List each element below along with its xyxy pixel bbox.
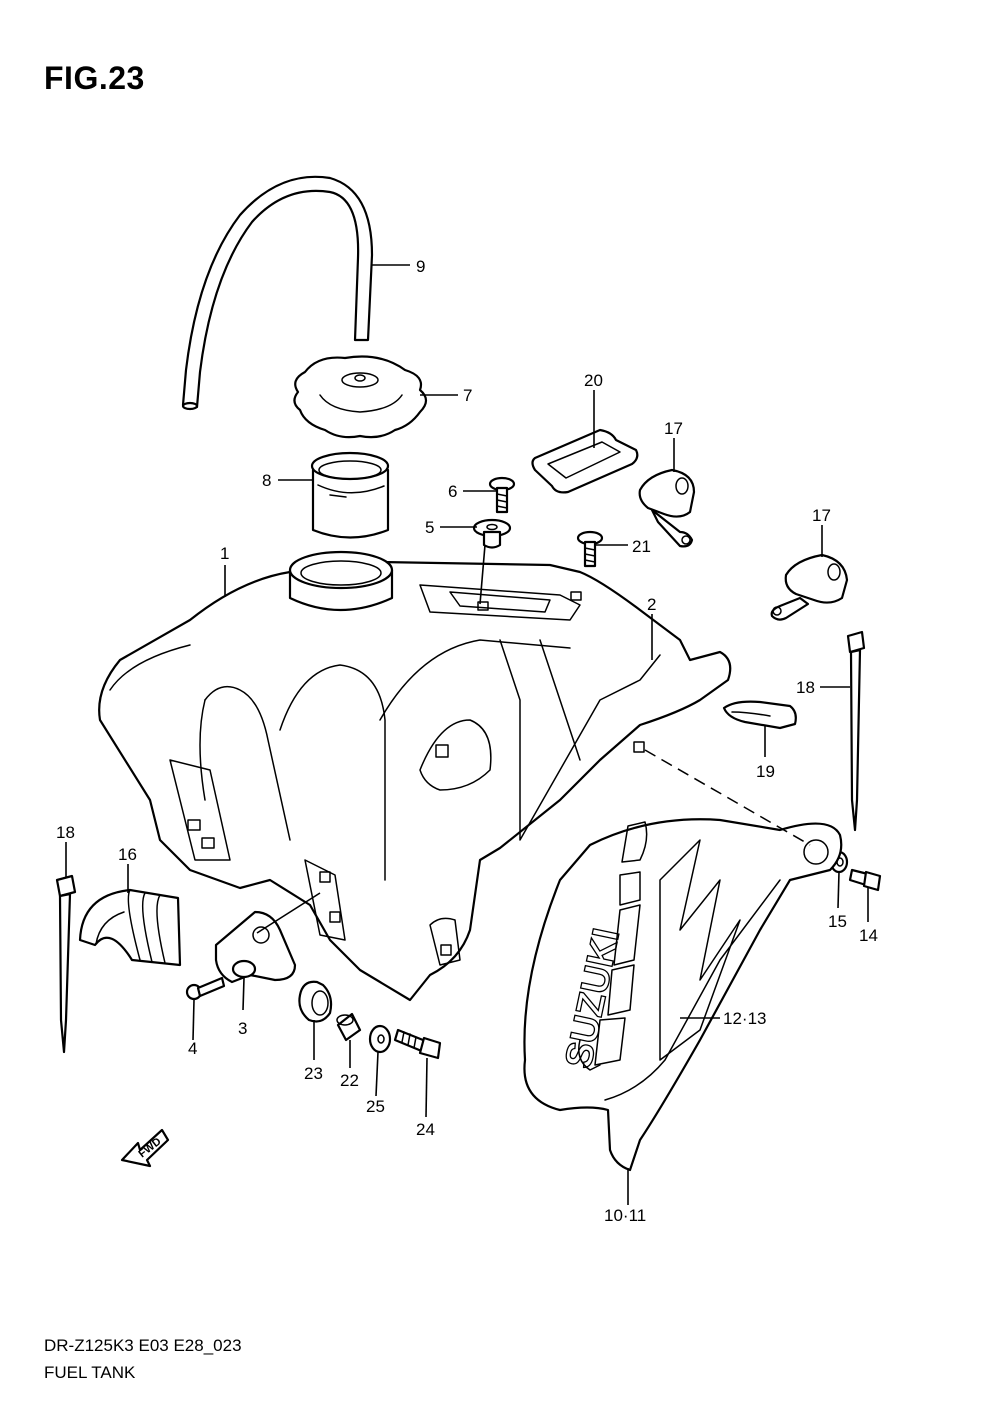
callout-2: 2 xyxy=(647,595,656,614)
bolt-14 xyxy=(848,868,882,892)
collar-22 xyxy=(336,1012,362,1042)
clamp-17-upper xyxy=(638,468,696,548)
filler-ring xyxy=(310,451,390,539)
washer-25 xyxy=(368,1024,392,1054)
rubber-cushion xyxy=(78,888,182,967)
callout-16: 16 xyxy=(118,845,137,864)
callout-20: 20 xyxy=(584,371,603,390)
screw-6 xyxy=(488,476,516,514)
callout-18-right: 18 xyxy=(796,678,815,697)
callout-15: 15 xyxy=(828,912,847,931)
callout-19: 19 xyxy=(756,762,775,781)
fwd-arrow-icon: FWD xyxy=(120,1128,170,1168)
callout-8: 8 xyxy=(262,471,271,490)
grommet-23 xyxy=(298,980,333,1023)
leader-lines xyxy=(65,264,869,1205)
callout-25: 25 xyxy=(366,1097,385,1116)
mount-alignment-line xyxy=(644,749,811,846)
callout-10-11: 10·11 xyxy=(604,1206,646,1225)
callout-14: 14 xyxy=(859,926,878,945)
rubber-pad xyxy=(722,700,797,730)
screw-21 xyxy=(576,530,604,568)
callout-21: 21 xyxy=(632,537,651,556)
callout-9: 9 xyxy=(416,257,425,276)
diagram-caption: FUEL TANK xyxy=(44,1363,136,1382)
callout-24: 24 xyxy=(416,1120,435,1139)
callout-1: 1 xyxy=(220,544,229,563)
callout-23: 23 xyxy=(304,1064,323,1083)
clamp-17-lower xyxy=(770,553,849,621)
diagram-footer: DR-Z125K3 E03 E28_023 FUEL TANK xyxy=(44,1332,242,1386)
callout-3: 3 xyxy=(238,1019,247,1038)
callout-17-upper: 17 xyxy=(664,419,683,438)
fuel-cap xyxy=(293,355,428,439)
side-shroud xyxy=(523,818,843,1172)
callout-22: 22 xyxy=(340,1071,359,1090)
callout-5: 5 xyxy=(425,518,434,537)
callout-12-13: 12·13 xyxy=(723,1009,766,1028)
model-code: DR-Z125K3 E03 E28_023 xyxy=(44,1336,242,1355)
callout-labels: 9 7 8 6 5 21 20 17 17 1 2 18 19 18 16 3 … xyxy=(56,257,878,1225)
grommet-5 xyxy=(472,518,512,549)
bolt-4 xyxy=(185,976,226,1001)
tank-filler-neck xyxy=(288,550,394,612)
tank-bracket xyxy=(214,910,297,984)
cable-tie-18-right xyxy=(846,630,866,832)
callout-6: 6 xyxy=(448,482,457,501)
breather-hose xyxy=(181,175,374,411)
callout-7: 7 xyxy=(463,386,472,405)
cable-tie-18-left xyxy=(55,874,77,1054)
callout-4: 4 xyxy=(188,1039,197,1058)
callout-17-lower: 17 xyxy=(812,506,831,525)
figure-title: FIG.23 xyxy=(44,60,145,96)
strap-bracket xyxy=(531,428,639,494)
callout-18-left: 18 xyxy=(56,823,75,842)
bolt-24 xyxy=(393,1028,442,1060)
